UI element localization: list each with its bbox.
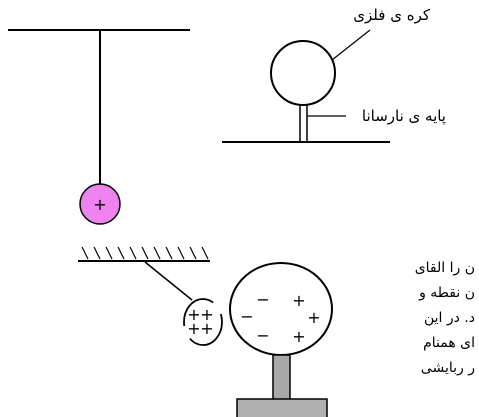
- pendulum: +: [8, 29, 190, 225]
- paragraph-line-5: ر ربایشی: [421, 360, 475, 376]
- metal-sphere: [270, 40, 336, 106]
- paragraph-line-3: د. در این: [424, 310, 475, 326]
- paragraph-line-4: ای همنام: [423, 335, 475, 351]
- pendulum-ball: [79, 183, 121, 225]
- gray-stand-base: [236, 398, 328, 417]
- hanging-thread: [144, 261, 193, 301]
- small-ball-plus-3: +: [187, 319, 200, 338]
- small-ball-plus-1: +: [187, 305, 200, 324]
- metal-sphere-pointer: [331, 29, 371, 61]
- conductor-plus-3: +: [292, 327, 305, 346]
- metal-sphere-setup: کره ی فلزی پایه ی نارسانا: [222, 6, 446, 143]
- small-ball-plus-4: +: [200, 319, 213, 338]
- small-ball-plus-2: +: [200, 305, 213, 324]
- conductor-plus-2: +: [307, 308, 320, 327]
- conductor-minus-3: −: [256, 326, 269, 345]
- hanging-ball-setup: + + + +: [78, 246, 223, 346]
- pendulum-charge-sign: +: [93, 195, 106, 214]
- metal-sphere-label: کره ی فلزی: [353, 6, 431, 24]
- paragraph-line-1: ن را القای: [415, 260, 475, 276]
- ceiling-hatching: [81, 246, 209, 260]
- small-hanging-ball: [183, 298, 223, 346]
- paragraph-line-2: ن نقطه و: [418, 285, 475, 301]
- conductor-minus-1: −: [256, 290, 269, 309]
- insulating-stand-label: پایه ی نارسانا: [362, 107, 446, 126]
- conductor-minus-2: −: [240, 307, 253, 326]
- gray-stand-pillar: [272, 354, 291, 401]
- paragraph: ن را القای ن نقطه و د. در این ای همنام ر…: [415, 260, 475, 376]
- charged-conductor-setup: − + − + − +: [229, 262, 333, 417]
- conductor-plus-1: +: [292, 291, 305, 310]
